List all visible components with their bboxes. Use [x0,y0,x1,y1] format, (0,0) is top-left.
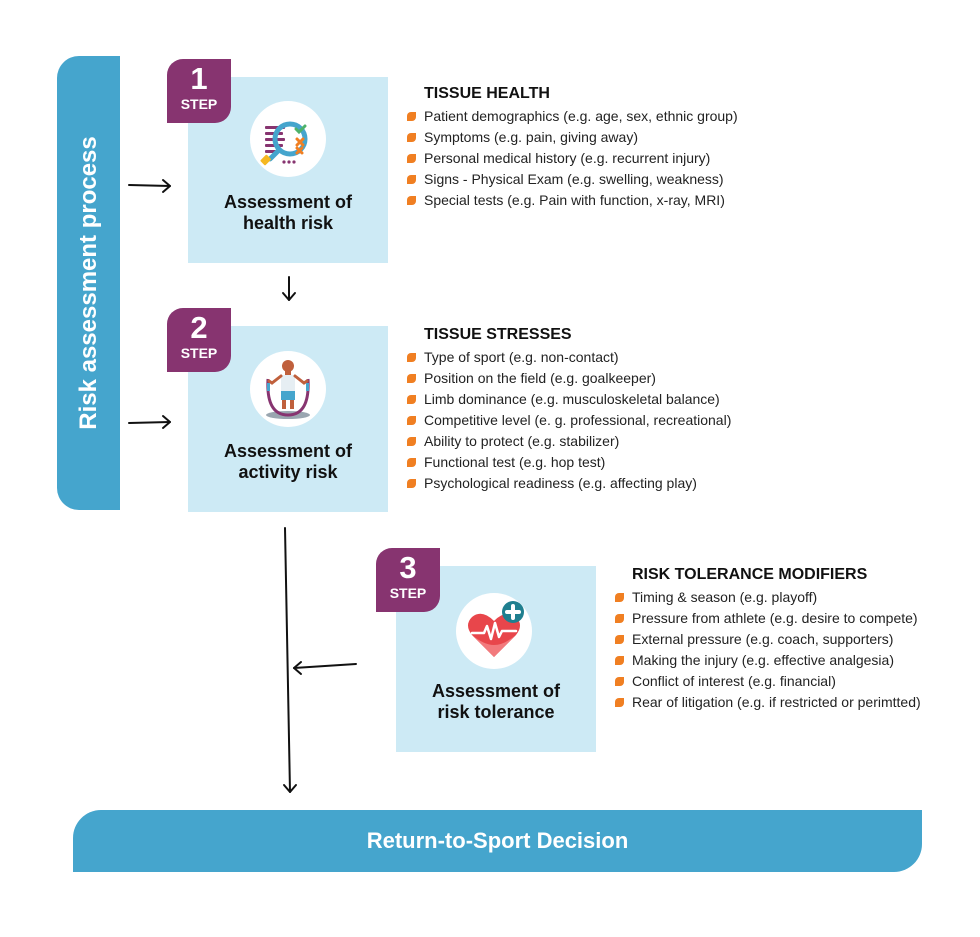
list-item-text: Patient demographics (e.g. age, sex, eth… [424,108,738,124]
bullet-icon [407,112,416,121]
list-item-text: Personal medical history (e.g. recurrent… [424,150,711,166]
bullet-icon [407,175,416,184]
bullet-icon [407,395,416,404]
step-2-number: 2 [190,310,208,345]
list-item-text: Limb dominance (e.g. musculoskeletal bal… [424,391,720,407]
list-item-text: Conflict of interest (e.g. financial) [632,673,836,689]
list-item: Timing & season (e.g. playoff) [614,587,921,608]
step-1-title-line-1: Assessment of [223,192,353,212]
arrow-step-3-to-main-line [293,661,357,675]
list-item-text: External pressure (e.g. coach, supporter… [632,631,894,647]
tissue-stresses-list: Type of sport (e.g. non-contact) Positio… [406,347,731,494]
risk-tolerance-modifiers-panel: RISK TOLERANCE MODIFIERS Timing & season… [614,565,921,713]
step-1-title: Assessment of health risk [188,192,388,234]
step-2-label: STEP [180,345,218,361]
list-item: Position on the field (e.g. goalkeeper) [406,368,731,389]
bullet-icon [615,593,624,602]
tissue-health-heading: TISSUE HEALTH [424,85,550,102]
list-item: Limb dominance (e.g. musculoskeletal bal… [406,389,731,410]
risk-assessment-process-bar: Risk assessment process [57,56,120,510]
list-item: Making the injury (e.g. effective analge… [614,650,921,671]
bullet-icon [407,374,416,383]
heart-pulse-plus-icon [456,593,532,669]
list-item: Personal medical history (e.g. recurrent… [406,148,738,169]
step-2-card: Assessment of activity risk [188,326,388,512]
magnifier-checklist-icon [250,101,326,177]
arrow-main-line-to-decision [283,527,297,793]
step-1-number: 1 [190,61,208,96]
tissue-stresses-heading: TISSUE STRESSES [424,326,572,343]
list-item: Competitive level (e. g. professional, r… [406,410,731,431]
step-1-badge: 1 STEP [167,59,231,123]
list-item: Conflict of interest (e.g. financial) [614,671,921,692]
list-item: Signs - Physical Exam (e.g. swelling, we… [406,169,738,190]
jump-rope-athlete-icon [250,351,326,427]
list-item: Rear of litigation (e.g. if restricted o… [614,692,921,713]
bullet-icon [407,416,416,425]
list-item: External pressure (e.g. coach, supporter… [614,629,921,650]
list-item-text: Signs - Physical Exam (e.g. swelling, we… [424,171,724,187]
list-item-text: Competitive level (e. g. professional, r… [424,412,732,428]
list-item: Psychological readiness (e.g. affecting … [406,473,731,494]
step-1-label: STEP [180,96,218,112]
arrow-to-step-2 [128,415,171,429]
bullet-icon [615,635,624,644]
step-2-title-line-2: activity risk [238,462,338,482]
step-3-title: Assessment of risk tolerance [396,681,596,723]
step-3-label: STEP [389,585,427,601]
bullet-icon [407,133,416,142]
step-3-title-line-2: risk tolerance [437,702,555,722]
list-item-text: Special tests (e.g. Pain with function, … [424,192,725,208]
list-item: Symptoms (e.g. pain, giving away) [406,127,738,148]
list-item-text: Type of sport (e.g. non-contact) [424,349,619,365]
list-item-text: Pressure from athlete (e.g. desire to co… [632,610,918,626]
bullet-icon [407,458,416,467]
list-item-text: Rear of litigation (e.g. if restricted o… [632,694,921,710]
step-3-title-line-1: Assessment of [431,681,561,701]
step-1-title-line-2: health risk [242,213,334,233]
list-item-text: Functional test (e.g. hop test) [424,454,606,470]
arrow-to-step-1 [128,179,171,193]
bullet-icon [407,154,416,163]
bullet-icon [615,656,624,665]
arrow-step-1-to-step-2 [282,276,296,301]
bullet-icon [407,353,416,362]
step-3-badge: 3 STEP [376,548,440,612]
bullet-icon [407,479,416,488]
list-item: Special tests (e.g. Pain with function, … [406,190,738,211]
bullet-icon [615,614,624,623]
list-item: Type of sport (e.g. non-contact) [406,347,731,368]
list-item-text: Making the injury (e.g. effective analge… [632,652,894,668]
list-item-text: Ability to protect (e.g. stabilizer) [424,433,620,449]
list-item-text: Timing & season (e.g. playoff) [632,589,818,605]
risk-tolerance-modifiers-heading: RISK TOLERANCE MODIFIERS [632,566,868,583]
step-2-title-line-1: Assessment of [223,441,353,461]
step-3-number: 3 [399,550,417,585]
step-3-card: Assessment of risk tolerance [396,566,596,752]
tissue-health-panel: TISSUE HEALTH Patient demographics (e.g.… [406,84,738,211]
list-item-text: Position on the field (e.g. goalkeeper) [424,370,656,386]
list-item: Patient demographics (e.g. age, sex, eth… [406,106,738,127]
step-2-title: Assessment of activity risk [188,441,388,483]
tissue-health-list: Patient demographics (e.g. age, sex, eth… [406,106,738,211]
tissue-stresses-panel: TISSUE STRESSES Type of sport (e.g. non-… [406,325,731,494]
bullet-icon [615,677,624,686]
list-item-text: Psychological readiness (e.g. affecting … [424,475,697,491]
list-item: Ability to protect (e.g. stabilizer) [406,431,731,452]
step-2-badge: 2 STEP [167,308,231,372]
return-to-sport-decision-label: Return-to-Sport Decision [366,828,629,853]
bullet-icon [407,196,416,205]
risk-tolerance-modifiers-list: Timing & season (e.g. playoff) Pressure … [614,587,921,713]
list-item-text: Symptoms (e.g. pain, giving away) [424,129,638,145]
list-item: Functional test (e.g. hop test) [406,452,731,473]
list-item: Pressure from athlete (e.g. desire to co… [614,608,921,629]
return-to-sport-decision-bar: Return-to-Sport Decision [73,810,922,872]
bullet-icon [407,437,416,446]
bullet-icon [615,698,624,707]
